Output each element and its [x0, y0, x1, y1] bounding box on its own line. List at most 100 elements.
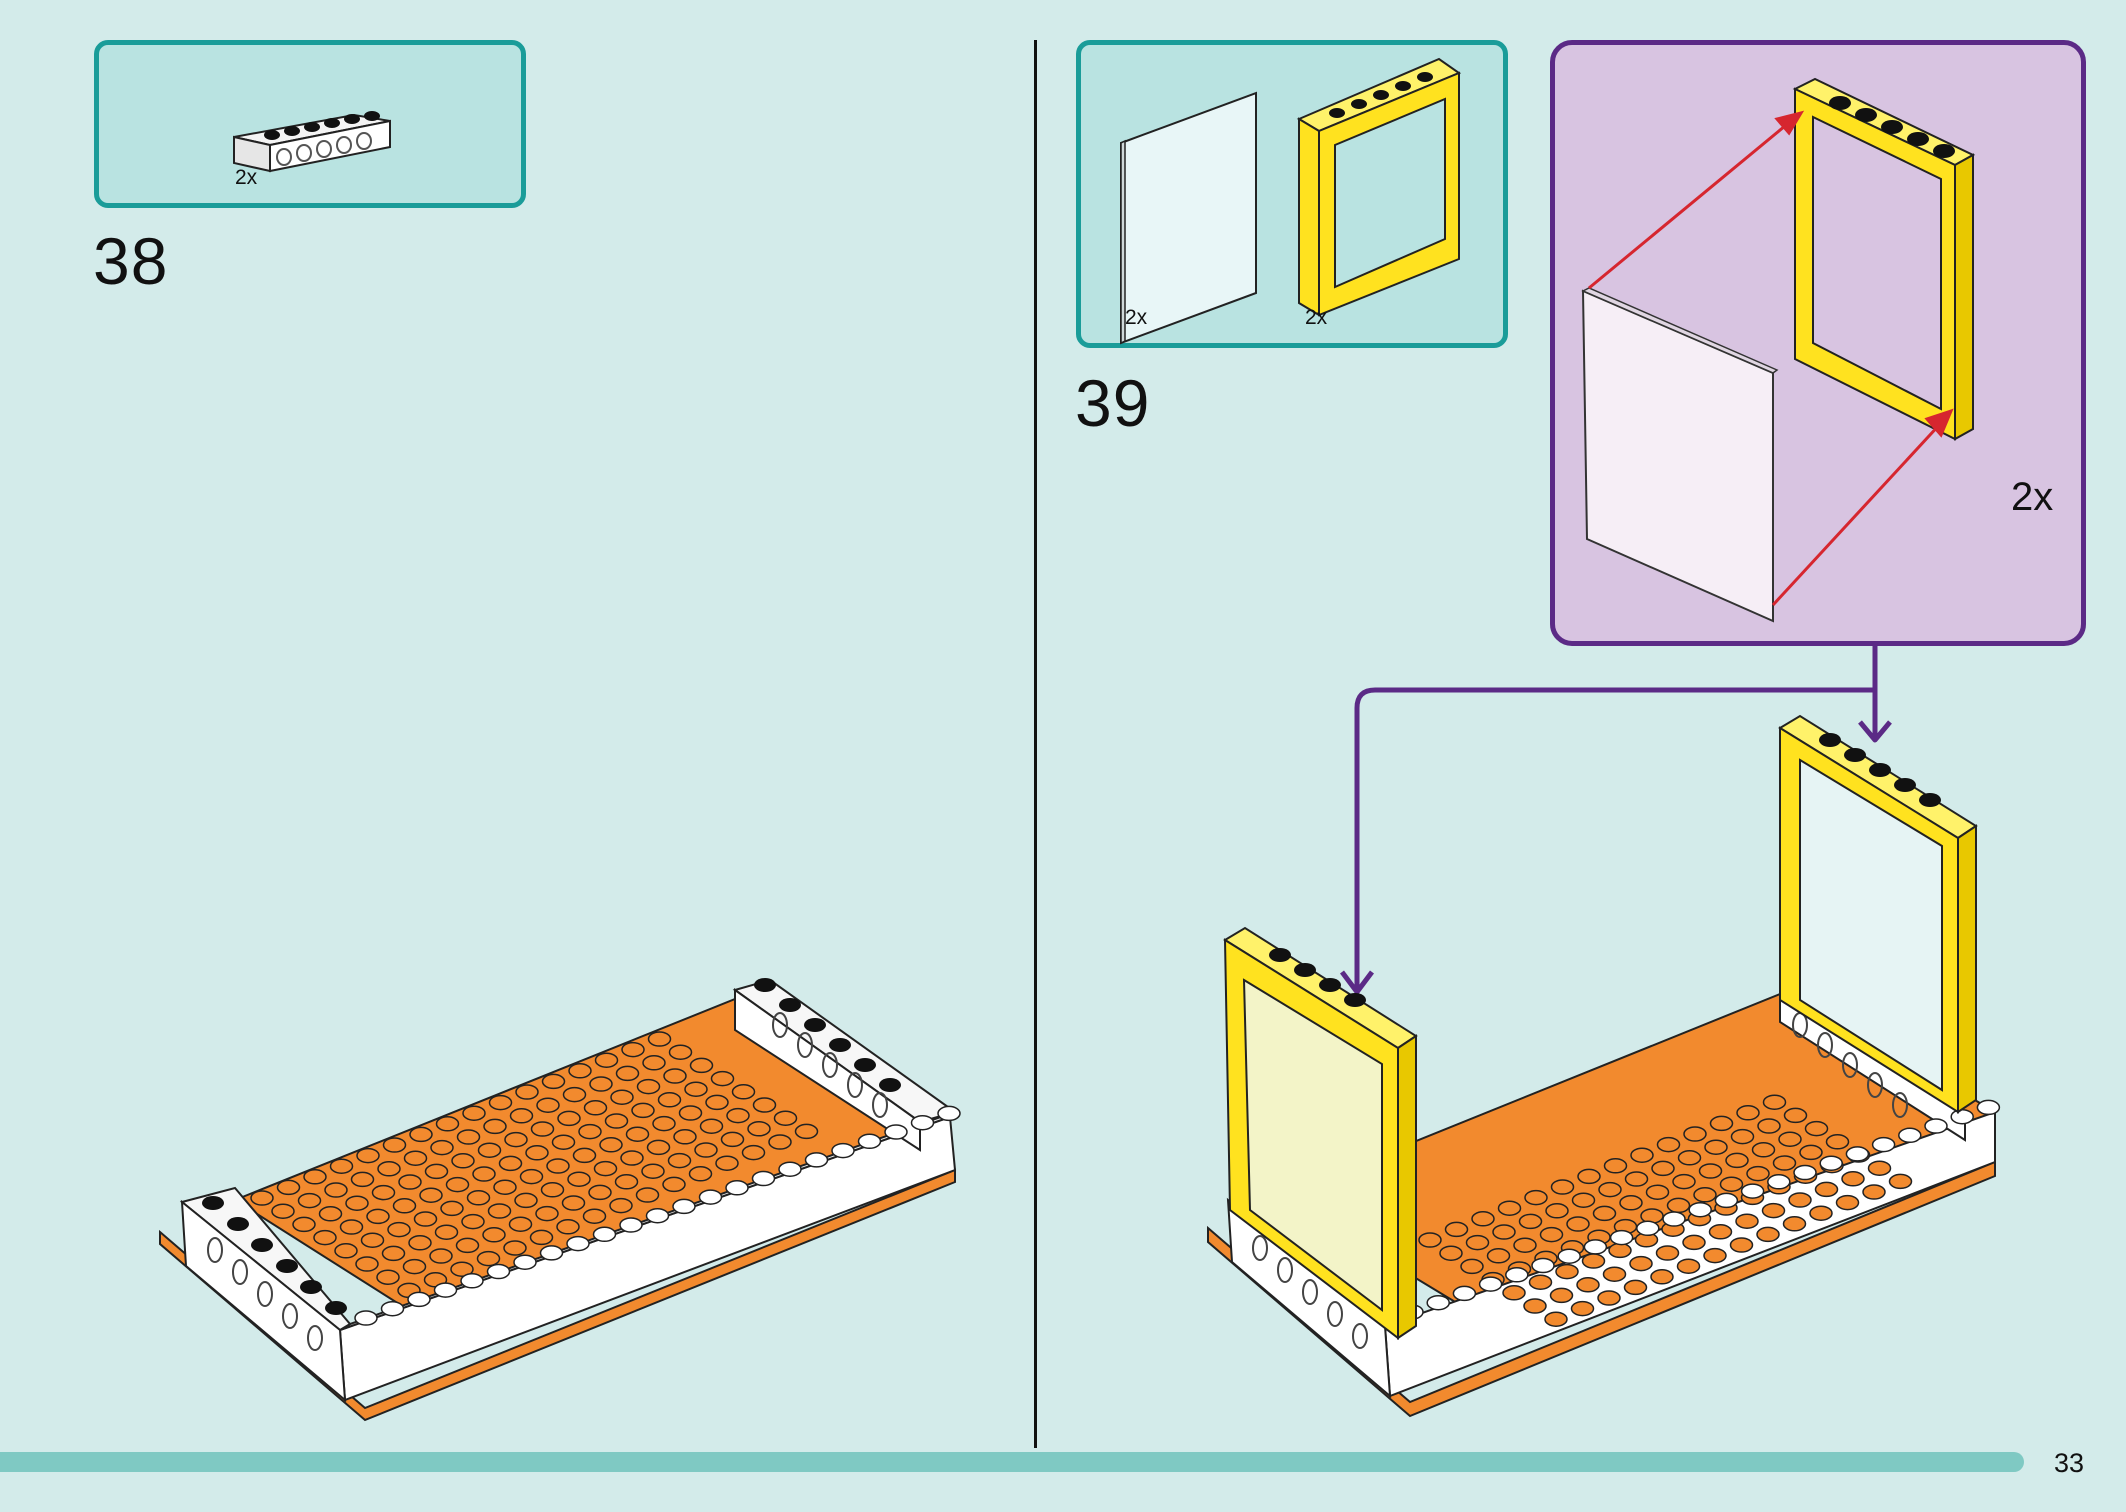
stud: [1592, 1205, 1617, 1222]
stud: [345, 1195, 369, 1211]
stud: [1783, 1107, 1808, 1124]
stud: [403, 1150, 428, 1166]
stud: [504, 1131, 528, 1148]
stud: [1793, 1164, 1817, 1181]
step-38-model-illustration: [159, 978, 961, 1422]
parts-box-step-38: 2x: [94, 40, 526, 208]
stud: [1729, 1237, 1754, 1253]
stud: [1539, 1226, 1564, 1243]
part-quantity: 2x: [235, 166, 258, 189]
stud: [667, 1152, 692, 1169]
stud: [1976, 1099, 2001, 1116]
stud: [539, 1245, 564, 1261]
stud: [662, 1176, 686, 1193]
stud: [1597, 1290, 1621, 1306]
stud: [1426, 1294, 1450, 1311]
stud: [641, 1163, 665, 1179]
stud: [1513, 1237, 1537, 1253]
stud: [1581, 1253, 1606, 1269]
stud: [1550, 1179, 1575, 1195]
stud: [1577, 1168, 1601, 1185]
stud: [698, 1189, 723, 1205]
stud: [1761, 1202, 1786, 1219]
stud: [382, 1137, 407, 1153]
stud: [621, 1041, 645, 1058]
stud: [1666, 1197, 1691, 1214]
step-number-38: 38: [93, 224, 169, 298]
stud: [715, 1155, 739, 1171]
stud: [645, 1207, 670, 1224]
stud: [509, 1108, 534, 1124]
stud: [1497, 1200, 1522, 1216]
stud: [1418, 1232, 1442, 1248]
stud: [636, 1078, 661, 1095]
stud: [609, 1197, 633, 1214]
stud: [567, 1171, 591, 1187]
stud: [409, 1126, 433, 1143]
stud: [413, 1211, 438, 1227]
stud: [910, 1114, 935, 1131]
stud: [1624, 1171, 1649, 1187]
stud: [1682, 1234, 1706, 1251]
stud: [519, 1168, 544, 1185]
stud: [1460, 1258, 1484, 1275]
stud: [1772, 1155, 1797, 1171]
stud: [1778, 1131, 1802, 1147]
stud: [292, 1216, 316, 1233]
page-divider: [1034, 40, 1037, 1448]
stud: [1782, 1216, 1807, 1232]
stud: [884, 1124, 908, 1140]
stud: [461, 1213, 485, 1230]
stud: [572, 1147, 597, 1164]
stud: [398, 1174, 422, 1190]
stud: [1545, 1203, 1569, 1219]
stud: [566, 1235, 590, 1252]
stud: [699, 1118, 724, 1134]
stud: [1762, 1094, 1787, 1110]
stud: [435, 1116, 460, 1132]
stud: [1452, 1285, 1477, 1302]
stud: [599, 1137, 623, 1153]
stud: [1505, 1267, 1529, 1283]
yellow-window-frame-icon: [1296, 57, 1462, 317]
stud: [1518, 1213, 1543, 1230]
stud: [668, 1044, 693, 1060]
stud: [334, 1243, 358, 1259]
stud: [688, 1166, 713, 1182]
stud: [1751, 1142, 1776, 1158]
stud: [1636, 1220, 1660, 1237]
stud: [831, 1142, 855, 1159]
stud: [530, 1121, 555, 1137]
stud: [1888, 1173, 1913, 1190]
stud: [429, 1248, 453, 1264]
stud: [271, 1203, 295, 1219]
stud: [1524, 1189, 1548, 1206]
step-number-39: 39: [1075, 366, 1151, 440]
stud: [515, 1084, 539, 1100]
stud: [794, 1123, 819, 1140]
stud: [773, 1110, 798, 1126]
stud: [430, 1139, 454, 1156]
stud: [462, 1105, 486, 1121]
stud: [472, 1166, 496, 1182]
stud: [726, 1107, 750, 1124]
stud: [508, 1216, 533, 1232]
stud: [407, 1291, 431, 1308]
stud: [1528, 1274, 1553, 1290]
stud: [493, 1179, 517, 1195]
stud: [1576, 1277, 1600, 1293]
stud: [540, 1182, 565, 1198]
stud: [615, 1065, 640, 1082]
stud: [1645, 1184, 1670, 1200]
stud: [1698, 1163, 1723, 1179]
stud: [488, 1094, 513, 1111]
stud: [303, 1169, 327, 1185]
stud: [1557, 1248, 1581, 1264]
stud: [1662, 1211, 1686, 1227]
stud: [380, 1300, 405, 1317]
stud: [487, 1203, 512, 1219]
stud: [1629, 1255, 1653, 1272]
stud: [1602, 1266, 1627, 1282]
stud: [725, 1180, 749, 1196]
stud: [705, 1094, 729, 1111]
